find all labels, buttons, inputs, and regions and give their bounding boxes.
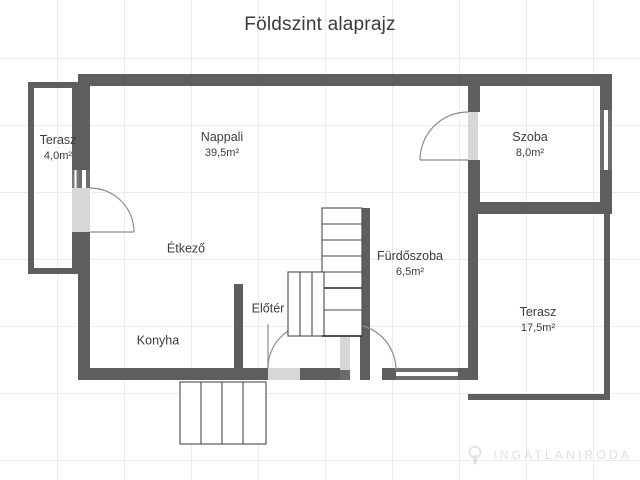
wall-top-exterior [78, 74, 612, 86]
window-bottom-bathroom [396, 368, 458, 380]
watermark-text: INGATLANIRODA [493, 448, 632, 462]
wall-bottom-mid [300, 368, 340, 380]
wall-nappali-szoba-lower [468, 160, 480, 214]
stairs-interior [287, 207, 363, 337]
room-label-nappali: Nappali 39,5m² [200, 130, 244, 160]
room-label-etkezo: Étkező [166, 241, 206, 256]
room-label-terasz-right: Terasz 17,5m² [519, 305, 557, 335]
wall-bottom-left [78, 368, 268, 380]
door-terrace-left[interactable] [72, 187, 135, 233]
wall-bathroom-left [360, 208, 370, 380]
wall-terrace-left-inner-lower [72, 228, 79, 274]
wall-left-house-lower [78, 228, 90, 380]
watermark: INGATLANIRODA [464, 444, 632, 466]
wall-terrace-left-inner-upper [72, 88, 79, 170]
page-title: Földszint alaprajz [244, 14, 396, 35]
room-label-terasz-left: Terasz 4,0m² [39, 133, 77, 163]
wall-terrace-right-bottom [468, 394, 610, 400]
wall-nappali-szoba [468, 74, 480, 112]
wall-bathroom-right [468, 202, 478, 380]
wall-left-house-upper [78, 74, 90, 170]
wall-terrace-left-top [28, 82, 84, 88]
wall-group [28, 74, 612, 400]
wall-szoba-terrace-divider [468, 202, 612, 214]
stairs-exterior-bottom [179, 381, 267, 445]
room-label-furdoszoba: Fürdőszoba 6,5m² [376, 249, 444, 279]
wall-terrace-left-bottom [28, 268, 84, 274]
door-group [72, 111, 478, 380]
keyhole-logo-icon [468, 445, 482, 465]
wall-terrace-left-outer [28, 82, 34, 274]
room-label-konyha: Konyha [136, 333, 180, 348]
room-label-szoba: Szoba 8,0m² [512, 130, 548, 160]
door-szoba[interactable] [419, 111, 478, 161]
wall-terrace-right-outer [604, 208, 610, 400]
window-right-szoba [600, 110, 612, 170]
wall-right-exterior-upper [600, 74, 612, 110]
wall-right-exterior-mid [600, 170, 612, 208]
room-label-eloter: Előtér [251, 301, 285, 316]
wall-eloter-left [234, 284, 243, 380]
